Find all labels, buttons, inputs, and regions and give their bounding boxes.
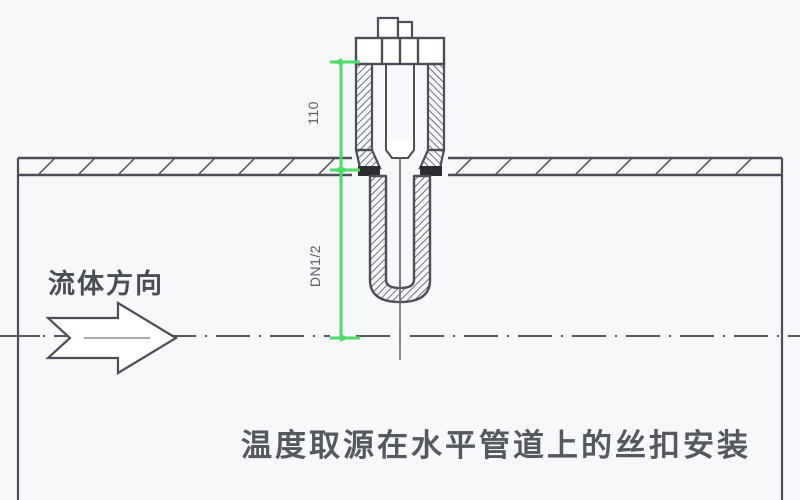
hex-nut-head — [354, 36, 446, 66]
pipe-side-edges — [16, 175, 784, 500]
dimension-line-dn — [330, 166, 360, 342]
dimension-label-110: 110 — [304, 101, 321, 125]
thermowell-stem — [368, 158, 432, 304]
flow-direction-label: 流体方向 — [48, 269, 164, 299]
cable-gland-cap — [376, 16, 414, 40]
threaded-body — [354, 62, 446, 152]
process-thread-connection — [354, 140, 446, 176]
dimension-label-dn: DN1/2 — [307, 244, 324, 288]
diagram-caption: 温度取源在水平管道上的丝扣安装 — [241, 428, 751, 463]
pipe-wall-hatching-left — [37, 157, 336, 176]
flow-direction-arrow — [45, 301, 179, 375]
pipe-wall-hatching-right — [454, 157, 753, 176]
pipe-top-wall — [16, 156, 784, 177]
